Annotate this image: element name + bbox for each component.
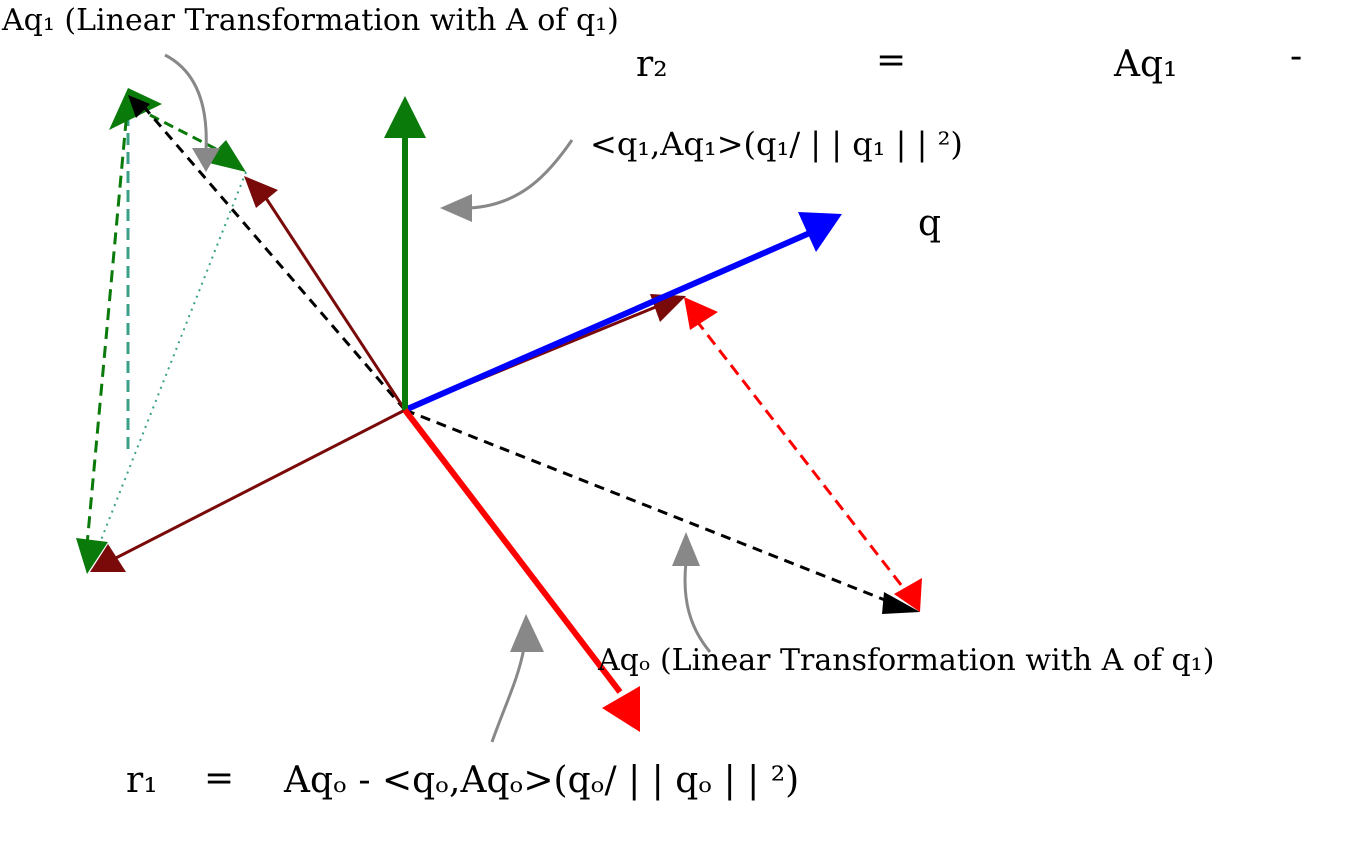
r1-vector bbox=[402, 408, 623, 694]
r2-lhs: r₂ bbox=[636, 44, 668, 85]
annotation-arrowhead-r2 bbox=[440, 194, 472, 222]
q-label: q bbox=[918, 203, 941, 244]
annotation-arrow-aq1 bbox=[164, 53, 208, 151]
annotation-arrowhead-aq1 bbox=[192, 148, 220, 172]
annotation-arrow-r1 bbox=[490, 647, 526, 743]
dark-red-arrowhead-upper bbox=[244, 176, 278, 208]
r2-term: Aq₁ bbox=[1113, 44, 1177, 85]
r2-projection: <q₁,Aq₁>(q₁/ | | q₁ | | ²) bbox=[590, 125, 963, 163]
r1-arrowhead bbox=[602, 686, 640, 732]
r1-rhs: Aqₒ - <qₒ,Aqₒ>(qₒ/ | | qₒ | | ²) bbox=[283, 760, 799, 801]
red-dashed-double-arrow bbox=[694, 319, 907, 591]
teal-dotted-line bbox=[89, 171, 247, 569]
green-dashed-down bbox=[85, 99, 130, 546]
red-arrowhead-top bbox=[684, 297, 718, 330]
r2-minus: - bbox=[1290, 36, 1302, 77]
dark-red-vector-left bbox=[111, 408, 406, 562]
annotation-arrowhead-aq0 bbox=[672, 532, 700, 566]
aq1-caption: Aq₁ (Linear Transformation with A of q₁) bbox=[1, 3, 619, 38]
green-dashed-upper bbox=[149, 113, 219, 152]
annotation-arrowhead-r1 bbox=[510, 614, 544, 652]
black-arrowhead-upper bbox=[128, 95, 150, 118]
annotation-arrow-aq0 bbox=[683, 561, 712, 653]
r2-equals: = bbox=[876, 40, 906, 81]
r1-equals: = bbox=[204, 758, 234, 799]
red-arrowhead-bottom bbox=[894, 578, 922, 612]
annotation-arrow-r2 bbox=[469, 139, 574, 210]
green-arrowhead-down bbox=[76, 538, 108, 574]
aq0-caption: Aqₒ (Linear Transformation with A of q₁) bbox=[597, 643, 1214, 678]
dark-red-vector-upper bbox=[260, 191, 407, 411]
q-arrowhead bbox=[798, 212, 842, 252]
r1-lhs: r₁ bbox=[126, 760, 158, 801]
black-dashed-lower bbox=[404, 408, 891, 604]
black-dashed-upper bbox=[136, 99, 407, 411]
dark-red-arrowhead-left bbox=[90, 544, 126, 572]
r2-arrowhead bbox=[384, 96, 426, 138]
green-arrowhead-upper-right bbox=[205, 140, 246, 172]
black-arrowhead-lower bbox=[882, 592, 920, 614]
q-vector bbox=[403, 229, 814, 413]
